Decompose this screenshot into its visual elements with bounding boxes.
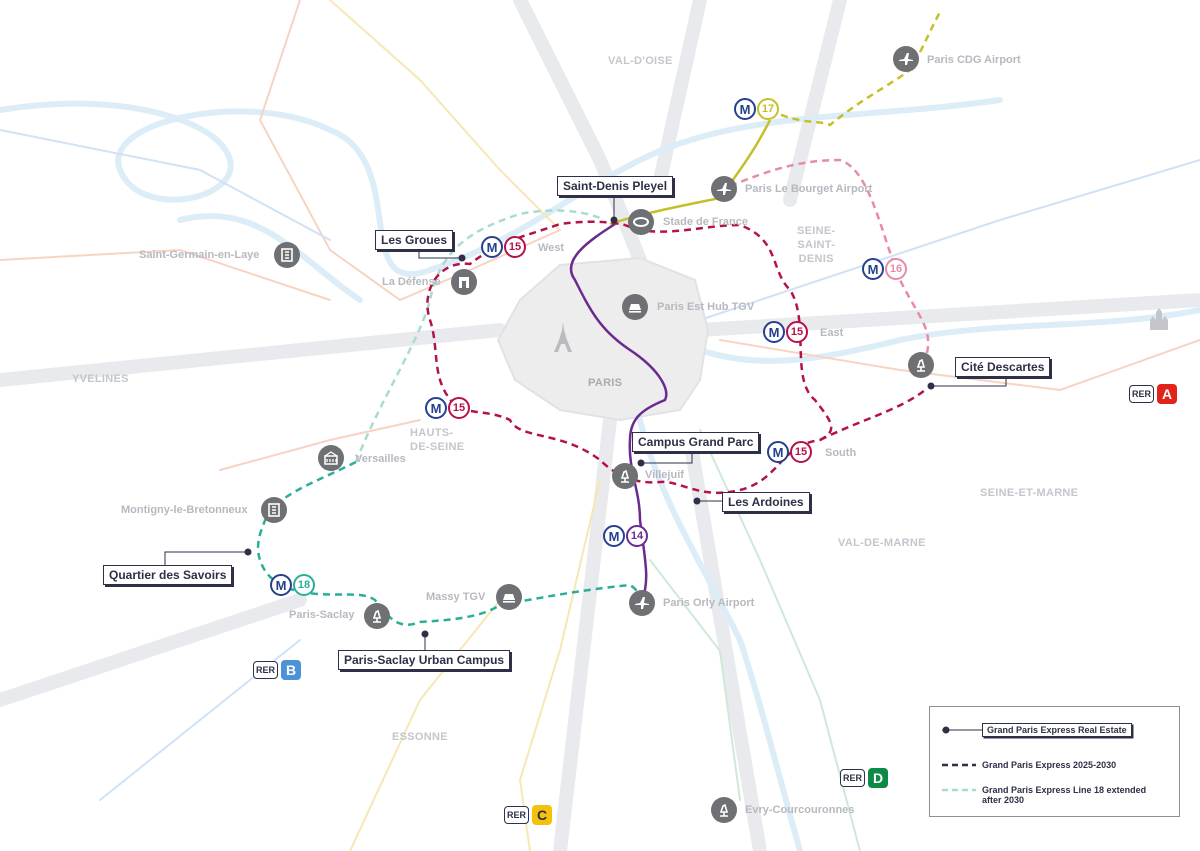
airplane-icon bbox=[711, 176, 737, 202]
legend-real-estate-key bbox=[942, 726, 982, 734]
site-campus-grand-parc: Campus Grand Parc bbox=[632, 432, 760, 452]
region-val-doise: VAL-D'OISE bbox=[608, 55, 673, 67]
eiffel-tower-icon bbox=[554, 322, 572, 352]
place-le-bourget: Paris Le Bourget Airport bbox=[745, 183, 873, 195]
line-18-number: 18 bbox=[293, 574, 315, 596]
train-icon bbox=[496, 584, 522, 610]
place-south: South bbox=[825, 447, 857, 459]
metro-m-icon: M bbox=[763, 321, 785, 343]
rer-d-badge: RER D bbox=[840, 768, 889, 788]
legend-dashed-teal-key bbox=[942, 788, 976, 792]
line-15-number: 15 bbox=[786, 321, 808, 343]
metro-line-15-east-badge: M 15 bbox=[763, 321, 808, 343]
legend-gpe-2025-2030: Grand Paris Express 2025-2030 bbox=[940, 760, 1116, 770]
site-saint-denis-pleyel: Saint-Denis Pleyel bbox=[557, 176, 674, 196]
airplane-icon bbox=[893, 46, 919, 72]
legend-real-estate-label: Grand Paris Express Real Estate bbox=[982, 723, 1132, 737]
palace-icon bbox=[318, 445, 344, 471]
site-les-ardoines: Les Ardoines bbox=[722, 492, 810, 512]
legend-line18-extended: Grand Paris Express Line 18 extended aft… bbox=[940, 785, 1152, 805]
rer-c-badge: RER C bbox=[504, 805, 553, 825]
rer-tag: RER bbox=[1129, 385, 1155, 403]
place-versailles: Versailles bbox=[355, 453, 406, 465]
rer-tag: RER bbox=[840, 769, 866, 787]
metro-m-icon: M bbox=[425, 397, 447, 419]
rer-tag: RER bbox=[253, 661, 279, 679]
place-evry: Evry-Courcouronnes bbox=[745, 804, 855, 816]
line-16-number: 16 bbox=[885, 258, 907, 280]
rer-tag: RER bbox=[504, 806, 530, 824]
place-paris-orly: Paris Orly Airport bbox=[663, 597, 755, 609]
site-quartier-des-savoirs: Quartier des Savoirs bbox=[103, 565, 233, 585]
place-montigny: Montigny-le-Bretonneux bbox=[121, 504, 248, 516]
region-hauts-de-seine: HAUTS- DE-SEINE bbox=[410, 427, 465, 453]
metro-line-17-badge: M 17 bbox=[734, 98, 779, 120]
metro-m-icon: M bbox=[603, 525, 625, 547]
region-essonne: ESSONNE bbox=[392, 731, 448, 743]
line-15-number: 15 bbox=[504, 236, 526, 258]
place-saint-germain: Saint-Germain-en-Laye bbox=[139, 249, 260, 261]
train-icon bbox=[622, 294, 648, 320]
legend-real-estate: Grand Paris Express Real Estate bbox=[940, 723, 1132, 737]
place-paris-saclay: Paris-Saclay bbox=[289, 609, 355, 621]
line-14-number: 14 bbox=[626, 525, 648, 547]
site-paris-saclay-urban-campus: Paris-Saclay Urban Campus bbox=[338, 650, 511, 670]
place-paris-cdg: Paris CDG Airport bbox=[927, 54, 1021, 66]
site-cite-descartes: Cité Descartes bbox=[955, 357, 1051, 377]
place-massy-tgv: Massy TGV bbox=[426, 591, 486, 603]
metro-m-icon: M bbox=[862, 258, 884, 280]
metro-line-16-badge: M 16 bbox=[862, 258, 907, 280]
building-icon bbox=[274, 242, 300, 268]
stadium-icon bbox=[628, 209, 654, 235]
rer-b-letter: B bbox=[281, 660, 302, 680]
place-west: West bbox=[538, 242, 565, 254]
rer-b-badge: RER B bbox=[253, 660, 302, 680]
arch-icon bbox=[451, 269, 477, 295]
legend-dashed-dark-key bbox=[942, 763, 976, 767]
airplane-icon bbox=[629, 590, 655, 616]
rer-c-letter: C bbox=[532, 805, 553, 825]
legend-line18-extended-label: Grand Paris Express Line 18 extended aft… bbox=[982, 785, 1147, 805]
region-paris: PARIS bbox=[588, 377, 623, 389]
metro-m-icon: M bbox=[481, 236, 503, 258]
metro-m-icon: M bbox=[767, 441, 789, 463]
place-east: East bbox=[820, 327, 844, 339]
science-icon bbox=[364, 603, 390, 629]
rer-a-badge: RER A bbox=[1129, 384, 1178, 404]
metro-m-icon: M bbox=[270, 574, 292, 596]
place-stade-de-france: Stade de France bbox=[663, 216, 748, 228]
metro-line-15-south-badge: M 15 bbox=[767, 441, 812, 463]
region-seine-et-marne: SEINE-ET-MARNE bbox=[980, 487, 1079, 499]
building-icon bbox=[261, 497, 287, 523]
region-val-de-marne: VAL-DE-MARNE bbox=[838, 537, 926, 549]
place-paris-est-hub: Paris Est Hub TGV bbox=[657, 301, 755, 313]
science-icon bbox=[908, 352, 934, 378]
region-yvelines: YVELINES bbox=[72, 373, 129, 385]
rer-d-letter: D bbox=[868, 768, 889, 788]
region-seine-saint-denis: SEINE- SAINT- DENIS bbox=[797, 225, 836, 265]
science-icon bbox=[711, 797, 737, 823]
legend-gpe-2025-2030-label: Grand Paris Express 2025-2030 bbox=[982, 760, 1117, 770]
metro-line-15-hauts-de-seine-badge: M 15 bbox=[425, 397, 470, 419]
place-villejuif: Villejuif bbox=[645, 469, 684, 481]
line-17-number: 17 bbox=[757, 98, 779, 120]
place-la-defense: La Défense bbox=[382, 276, 441, 288]
metro-line-15-west-badge: M 15 bbox=[481, 236, 526, 258]
map-legend: Grand Paris Express Real Estate Grand Pa… bbox=[929, 706, 1180, 817]
science-icon bbox=[612, 463, 638, 489]
castle-icon bbox=[1150, 308, 1168, 330]
line-15-number: 15 bbox=[790, 441, 812, 463]
metro-line-18-badge: M 18 bbox=[270, 574, 315, 596]
rer-a-letter: A bbox=[1157, 384, 1178, 404]
line-15-number: 15 bbox=[448, 397, 470, 419]
site-les-groues: Les Groues bbox=[375, 230, 454, 250]
metro-m-icon: M bbox=[734, 98, 756, 120]
metro-line-14-badge: M 14 bbox=[603, 525, 648, 547]
